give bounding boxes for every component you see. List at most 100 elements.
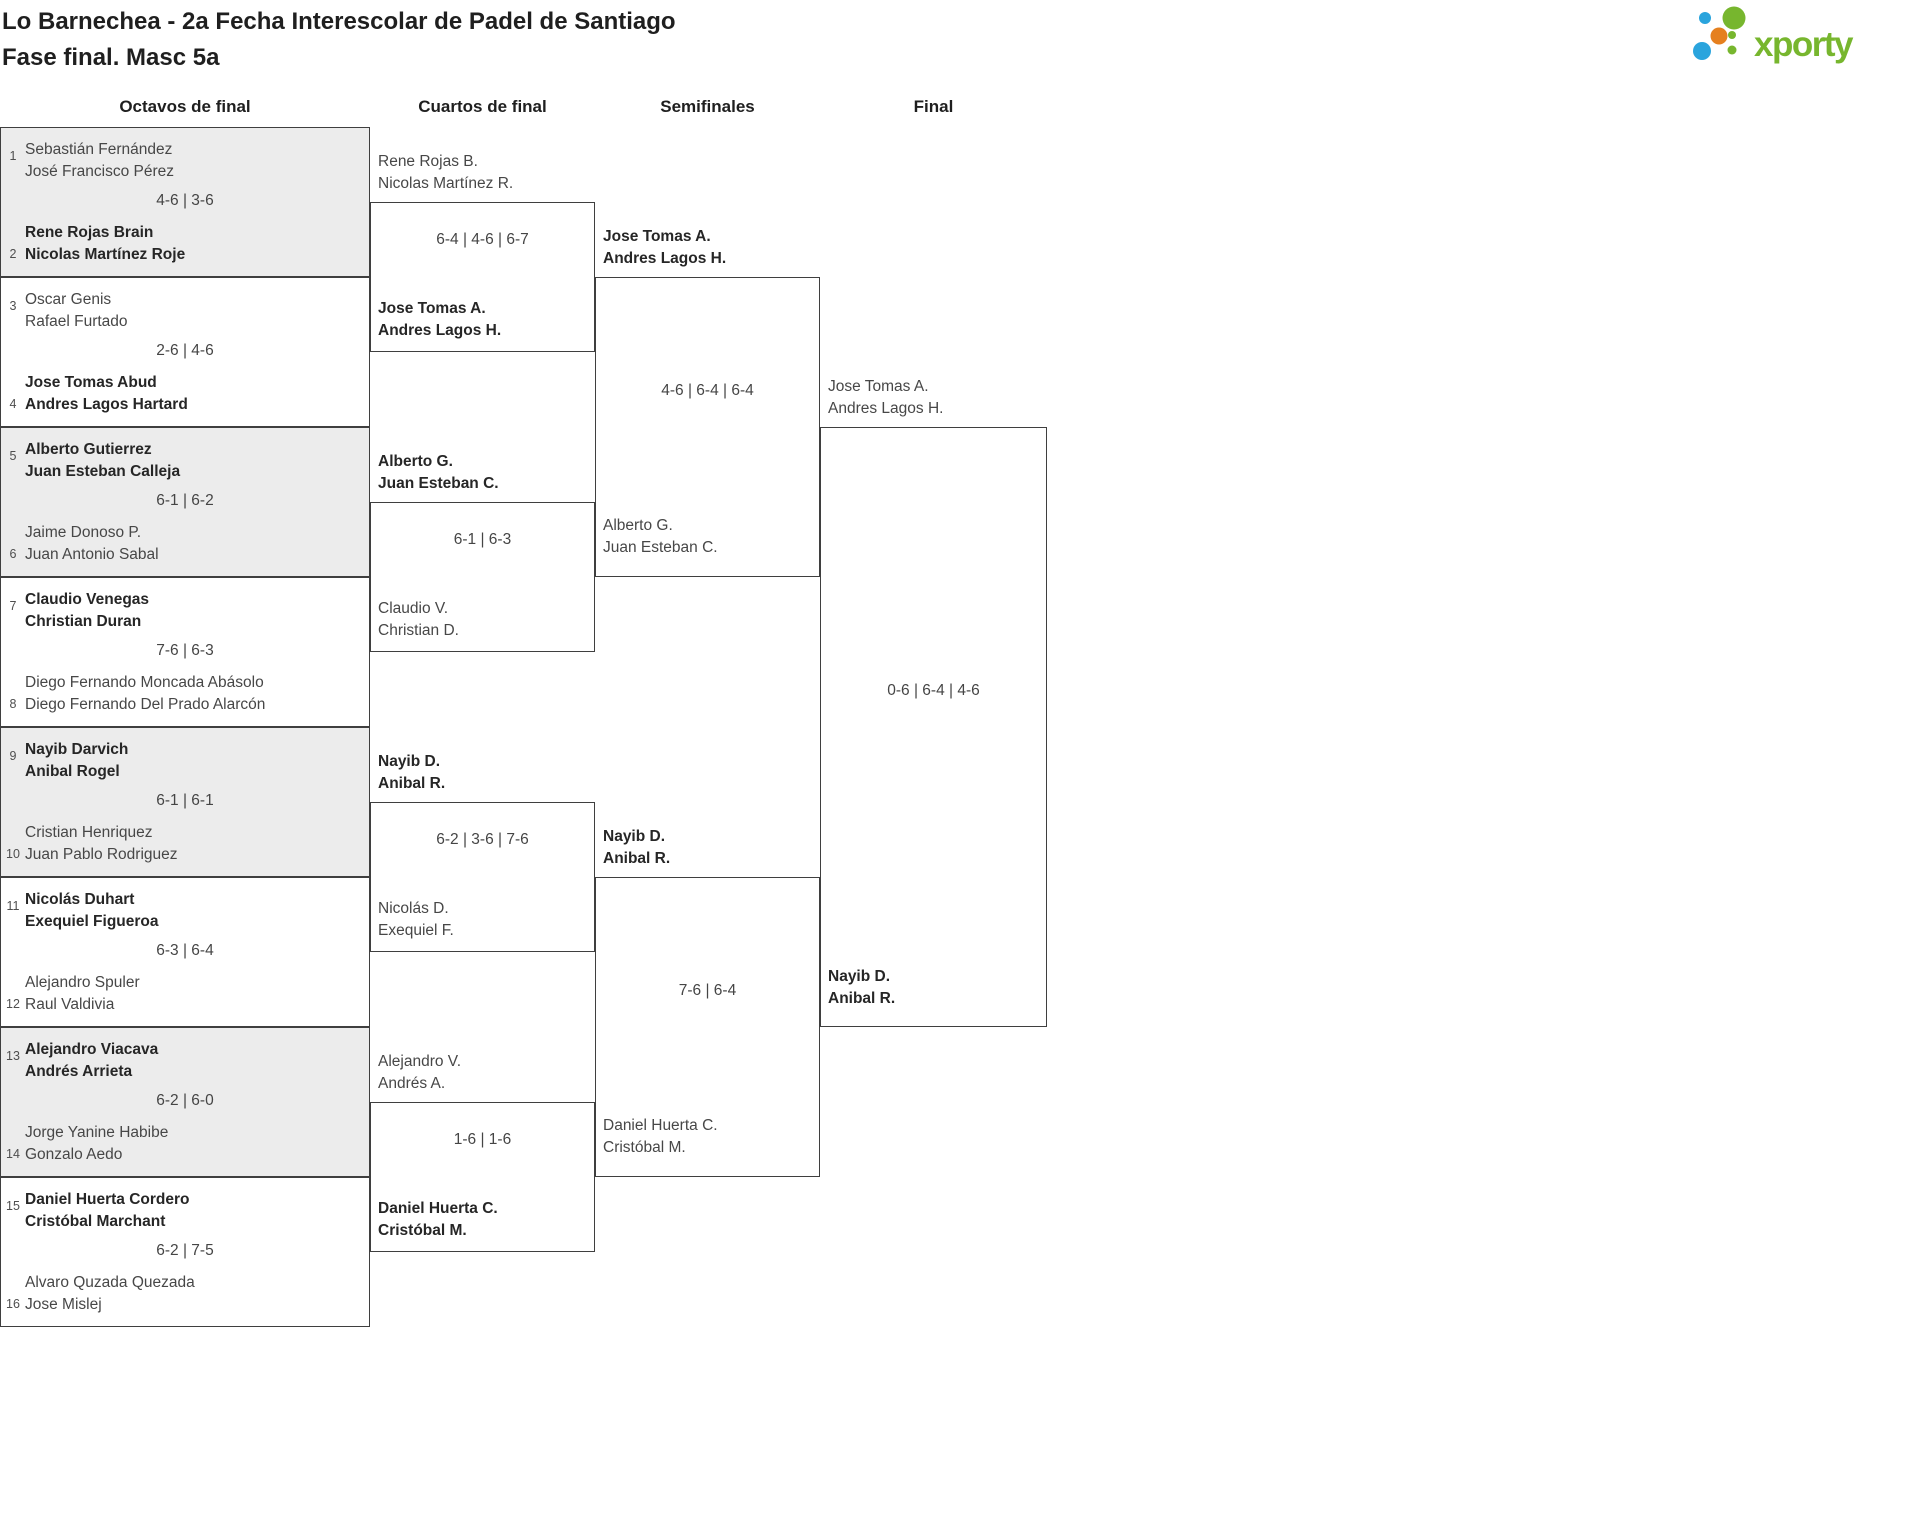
player-name: Andres Lagos H. (603, 249, 727, 267)
player-name: Gonzalo Aedo (25, 1145, 123, 1163)
player-name: Nayib D. (603, 828, 666, 845)
team-bottom: Claudio V. Christian D. (378, 598, 588, 641)
seed-number: 10 (6, 847, 20, 861)
match-score: 6-2 | 3-6 | 7-6 (436, 831, 529, 848)
player-name: Claudio V. (378, 600, 449, 617)
logo-dot (1728, 31, 1736, 39)
player-name: Nicolás D. (378, 900, 449, 917)
player-name: Jose Mislej (25, 1295, 102, 1313)
player-name: Jose Tomas A. (828, 378, 929, 395)
player-name: Diego Fernando Del Prado Alarcón (25, 695, 266, 713)
player-name: Raul Valdivia (25, 995, 115, 1013)
player-name: Andres Lagos Hartard (25, 395, 188, 413)
player-name: Nayib D. (378, 753, 441, 770)
team-top: Nayib D. Anibal R. (603, 826, 813, 869)
player-name: Christian Duran (25, 612, 142, 630)
player-name: Nicolas Martínez Roje (25, 245, 186, 263)
team-bottom: Alejandro Spuler Raul Valdivia (25, 972, 363, 1015)
player-name: Oscar Genis (25, 291, 112, 308)
player-name: Rafael Furtado (25, 312, 128, 330)
player-name: Andrés A. (378, 1074, 446, 1092)
seed-number: 11 (6, 899, 20, 913)
team-top: Jose Tomas A. Andres Lagos H. (603, 226, 813, 269)
seed-number: 7 (9, 599, 17, 613)
player-name: Anibal R. (603, 849, 671, 867)
player-name: Daniel Huerta Cordero (25, 1191, 190, 1208)
player-name: Jose Tomas A. (603, 228, 711, 245)
team-bottom: Jorge Yanine Habibe Gonzalo Aedo (25, 1122, 363, 1165)
player-name: Jose Tomas Abud (25, 374, 157, 391)
team-bottom: Alberto G. Juan Esteban C. (603, 515, 813, 558)
player-name: Juan Esteban Calleja (25, 462, 181, 480)
match-score: 0-6 | 6-4 | 4-6 (887, 682, 980, 699)
logo-dot (1710, 27, 1728, 45)
column-header-octavos: Octavos de final (119, 97, 251, 116)
logo-dot (1727, 45, 1737, 55)
team-bottom: Alvaro Quzada Quezada Jose Mislej (25, 1272, 363, 1315)
team-top: Alejandro Viacava Andrés Arrieta (25, 1039, 363, 1082)
match-cuartos-4: Alejandro V. Andrés A. 1-6 | 1-6 Daniel … (370, 1053, 595, 1252)
seed-number: 4 (9, 397, 17, 411)
player-name: Sebastián Fernández (25, 141, 173, 158)
player-name: Daniel Huerta C. (378, 1200, 498, 1217)
team-bottom: Cristian Henriquez Juan Pablo Rodriguez (25, 822, 363, 865)
match-cuartos-3: Nayib D. Anibal R. 6-2 | 3-6 | 7-6 Nicol… (370, 753, 595, 952)
phase-name: Fase final. Masc 5a (2, 44, 220, 71)
seed-number: 1 (9, 149, 17, 163)
player-name: Alberto Gutierrez (25, 441, 152, 458)
team-top: Claudio Venegas Christian Duran (25, 589, 363, 632)
player-name: Jose Tomas A. (378, 300, 486, 317)
player-name: Alejandro V. (378, 1053, 462, 1070)
match-score: 6-1 | 6-2 (156, 492, 214, 509)
match-score: 6-2 | 7-5 (156, 1242, 214, 1259)
seed-number: 16 (6, 1297, 20, 1311)
match-octavos-5: 9 Nayib Darvich Anibal Rogel 6-1 | 6-1 1… (0, 727, 370, 877)
player-name: Anibal R. (378, 774, 446, 792)
xporty-logo: xporty (1693, 6, 1856, 64)
player-name: Alberto G. (603, 517, 673, 534)
match-score: 4-6 | 6-4 | 6-4 (661, 382, 754, 399)
player-name: Exequiel Figueroa (25, 912, 159, 930)
player-name: Christian D. (378, 621, 459, 639)
player-name: Nayib D. (828, 968, 891, 985)
team-top: Alejandro V. Andrés A. (378, 1051, 588, 1094)
player-name: Claudio Venegas (25, 591, 150, 608)
player-name: Andrés Arrieta (25, 1062, 133, 1080)
player-name: Nicolas Martínez R. (378, 174, 514, 192)
column-header-cuartos: Cuartos de final (418, 97, 547, 116)
player-name: Alvaro Quzada Quezada (25, 1274, 195, 1291)
match-score: 6-4 | 4-6 | 6-7 (436, 231, 529, 248)
team-bottom: Jaime Donoso P. Juan Antonio Sabal (25, 522, 363, 565)
match-octavos-6: 11 Nicolás Duhart Exequiel Figueroa 6-3 … (0, 877, 370, 1027)
match-score: 6-1 | 6-1 (156, 792, 214, 809)
team-bottom: Nicolás D. Exequiel F. (378, 898, 588, 941)
player-name: Juan Esteban C. (603, 538, 718, 556)
match-semifinal-2: Nayib D. Anibal R. 7-6 | 6-4 Daniel Huer… (595, 828, 820, 1177)
player-name: José Francisco Pérez (25, 162, 175, 180)
page-title: Lo Barnechea - 2a Fecha Interescolar de … (2, 4, 676, 76)
player-name: Juan Esteban C. (378, 474, 499, 492)
match-cuartos-2: Alberto G. Juan Esteban C. 6-1 | 6-3 Cla… (370, 453, 595, 652)
match-score: 6-3 | 6-4 (156, 942, 214, 959)
player-name: Cristóbal Marchant (25, 1212, 166, 1230)
seed-number: 3 (9, 299, 17, 313)
team-top: Jose Tomas A. Andres Lagos H. (828, 376, 1040, 419)
player-name: Andres Lagos H. (378, 321, 502, 339)
player-name: Daniel Huerta C. (603, 1117, 718, 1134)
player-name: Rene Rojas Brain (25, 224, 154, 241)
player-name: Alberto G. (378, 453, 453, 470)
match-score: 6-1 | 6-3 (453, 531, 512, 548)
player-name: Juan Pablo Rodriguez (25, 845, 178, 863)
match-octavos-2: 3 Oscar Genis Rafael Furtado 2-6 | 4-6 4… (0, 277, 370, 427)
player-name: Alejandro Spuler (25, 974, 140, 991)
seed-number: 5 (9, 449, 17, 463)
player-name: Nicolás Duhart (25, 891, 135, 908)
match-score: 6-2 | 6-0 (156, 1092, 214, 1109)
team-bottom: Nayib D. Anibal R. (828, 966, 1040, 1009)
player-name: Anibal R. (828, 989, 896, 1007)
team-top: Sebastián Fernández José Francisco Pérez (25, 139, 363, 182)
match-score: 7-6 | 6-3 (156, 642, 214, 659)
team-top: Rene Rojas B. Nicolas Martínez R. (378, 151, 588, 194)
player-name: Andres Lagos H. (828, 399, 944, 417)
